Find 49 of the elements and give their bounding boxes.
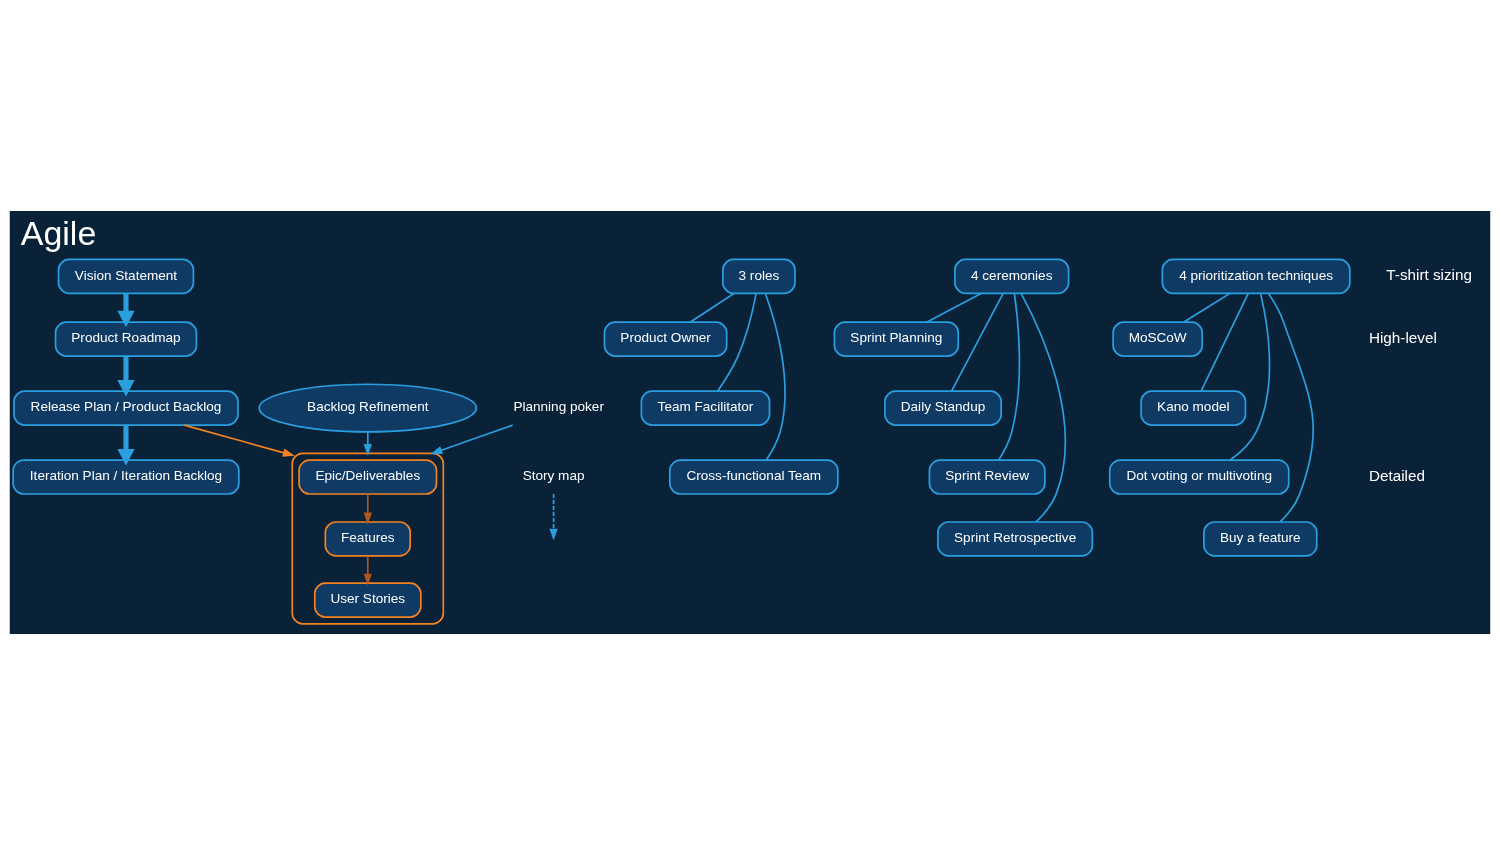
connector — [1229, 292, 1271, 461]
connector — [1267, 292, 1315, 523]
node-box: 4 ceremonies — [954, 258, 1070, 294]
connector — [689, 292, 735, 323]
node-box: Release Plan / Product Backlog — [13, 389, 239, 426]
connector — [716, 292, 757, 392]
node-text: Story map — [522, 467, 585, 483]
node-box: Sprint Planning — [833, 320, 960, 357]
node-box: Product Roadmap — [54, 320, 198, 357]
diagram-title: Agile — [20, 213, 97, 252]
arrow — [117, 424, 135, 466]
label: High-level — [1368, 328, 1437, 346]
connector — [950, 292, 1005, 392]
node-ellipse: Backlog Refinement — [258, 382, 478, 433]
node-box: 3 roles — [722, 258, 796, 294]
node-box: Kano model — [1140, 389, 1247, 426]
node-box: Epic/Deliverables — [298, 458, 438, 495]
connector — [764, 292, 786, 461]
connector — [1020, 291, 1067, 523]
connector — [998, 292, 1021, 461]
node-box: Dot voting or multivoting — [1108, 458, 1290, 495]
arrow — [117, 355, 135, 397]
node-box: MoSCoW — [1112, 320, 1204, 357]
connector — [1200, 292, 1250, 392]
arrow — [183, 423, 295, 457]
arrow — [363, 554, 372, 586]
cluster — [291, 451, 445, 625]
node-box: Product Owner — [603, 320, 728, 357]
node-box: 4 prioritization techniques — [1161, 258, 1351, 294]
node-text: Planning poker — [513, 398, 604, 414]
connector — [926, 292, 982, 323]
label: Detailed — [1368, 466, 1425, 484]
arrow — [430, 423, 514, 454]
node-box: Iteration Plan / Iteration Backlog — [12, 458, 240, 495]
node-box: Cross-functional Team — [668, 458, 839, 495]
node-box: Daily Standup — [884, 389, 1002, 426]
node-box: Buy a feature — [1203, 520, 1318, 557]
node-box: Team Facilitator — [640, 389, 771, 426]
label: T-shirt sizing — [1386, 265, 1473, 283]
arrow — [117, 293, 135, 327]
node-box: Sprint Retrospective — [937, 520, 1094, 557]
arrow — [363, 430, 372, 456]
arrow — [549, 492, 558, 541]
node-box: Features — [324, 520, 412, 557]
arrow — [363, 492, 372, 524]
node-box: Vision Statement — [57, 258, 195, 294]
node-box: Sprint Review — [928, 458, 1046, 495]
connector — [1183, 292, 1231, 323]
node-box: User Stories — [313, 581, 422, 618]
